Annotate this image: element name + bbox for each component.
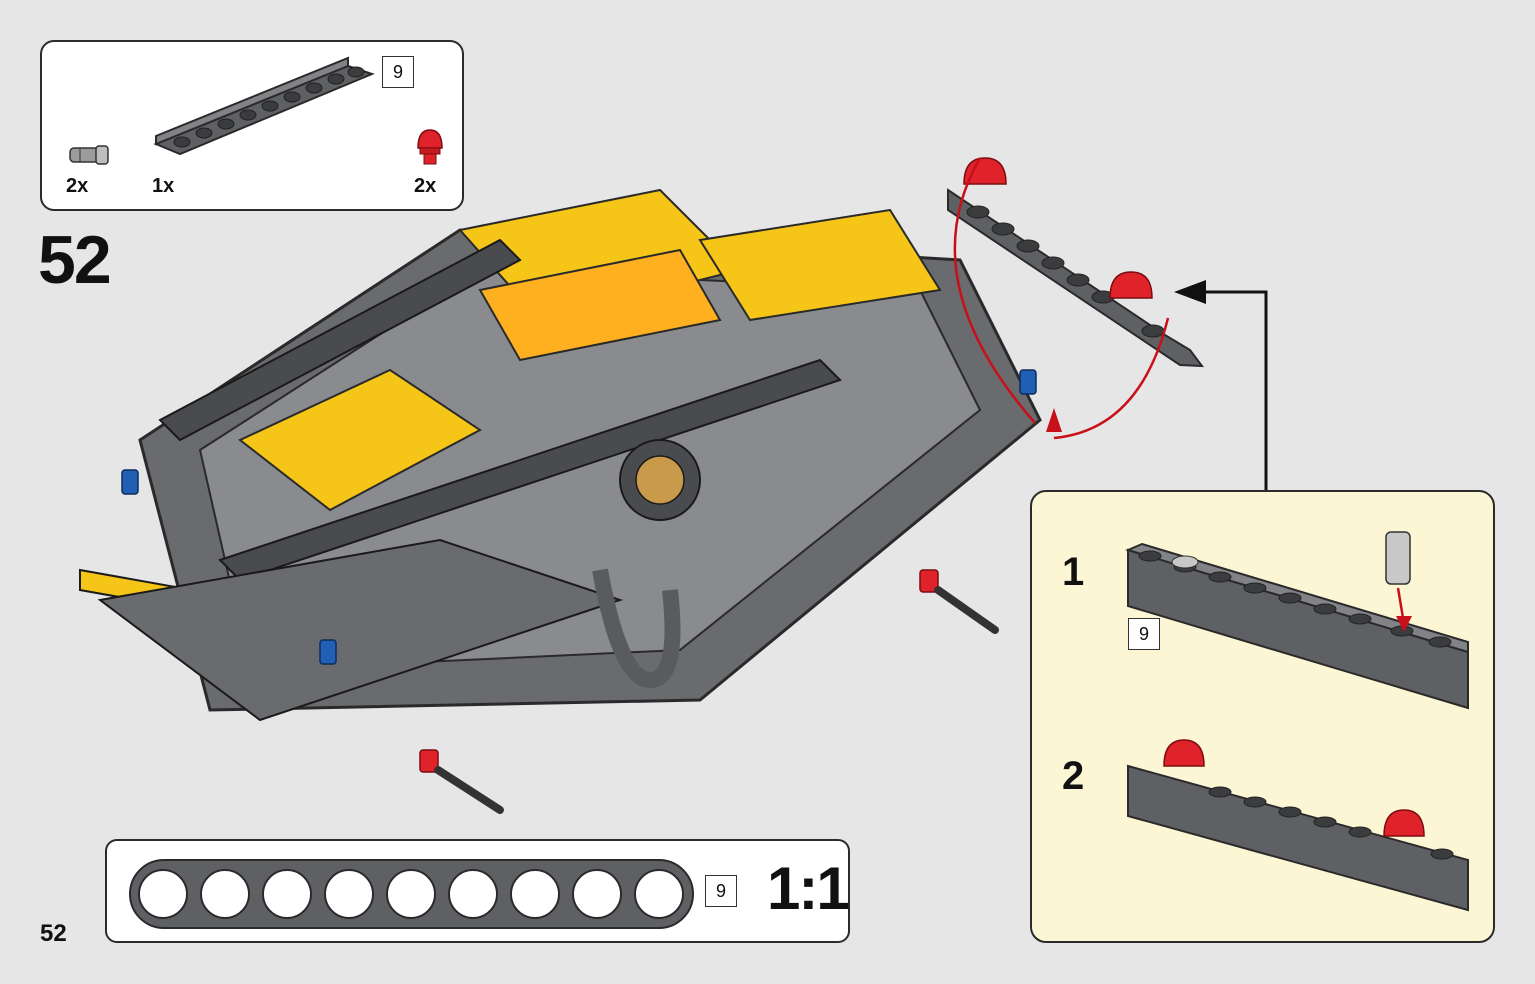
subassembly-callout: 1 9 2 [1030, 490, 1495, 943]
red-light-cap-icon [417, 129, 443, 165]
parts-list-callout: 2x 9 1x 2x [40, 40, 464, 211]
subassembly-arrow [1174, 280, 1268, 490]
technic-beam-9-icon [153, 56, 375, 156]
page-number: 52 [40, 920, 67, 947]
scale-label: 1:1 [767, 855, 850, 922]
axle-pin-connector-icon [69, 145, 109, 165]
substep-number-1: 1 [1062, 550, 1085, 594]
substep-1-beam [1125, 531, 1469, 710]
main-model-illustration [79, 188, 1042, 814]
beam-length-badge: 9 [382, 56, 414, 88]
red-placement-line [1046, 317, 1170, 440]
substep-2-beam-with-lights [1127, 739, 1469, 912]
substep-length-badge: 9 [1128, 618, 1160, 650]
attached-beam-with-lights [947, 157, 1205, 424]
substep-number-2: 2 [1062, 754, 1085, 798]
scale-callout: 9 1:1 [105, 839, 850, 943]
step-number: 52 [38, 222, 112, 298]
qty-axle-pin: 2x [66, 175, 89, 197]
scale-length-badge: 9 [705, 875, 737, 907]
qty-red-light: 2x [414, 175, 437, 197]
beam-9-actual-size [129, 859, 694, 929]
qty-beam: 1x [152, 175, 175, 197]
